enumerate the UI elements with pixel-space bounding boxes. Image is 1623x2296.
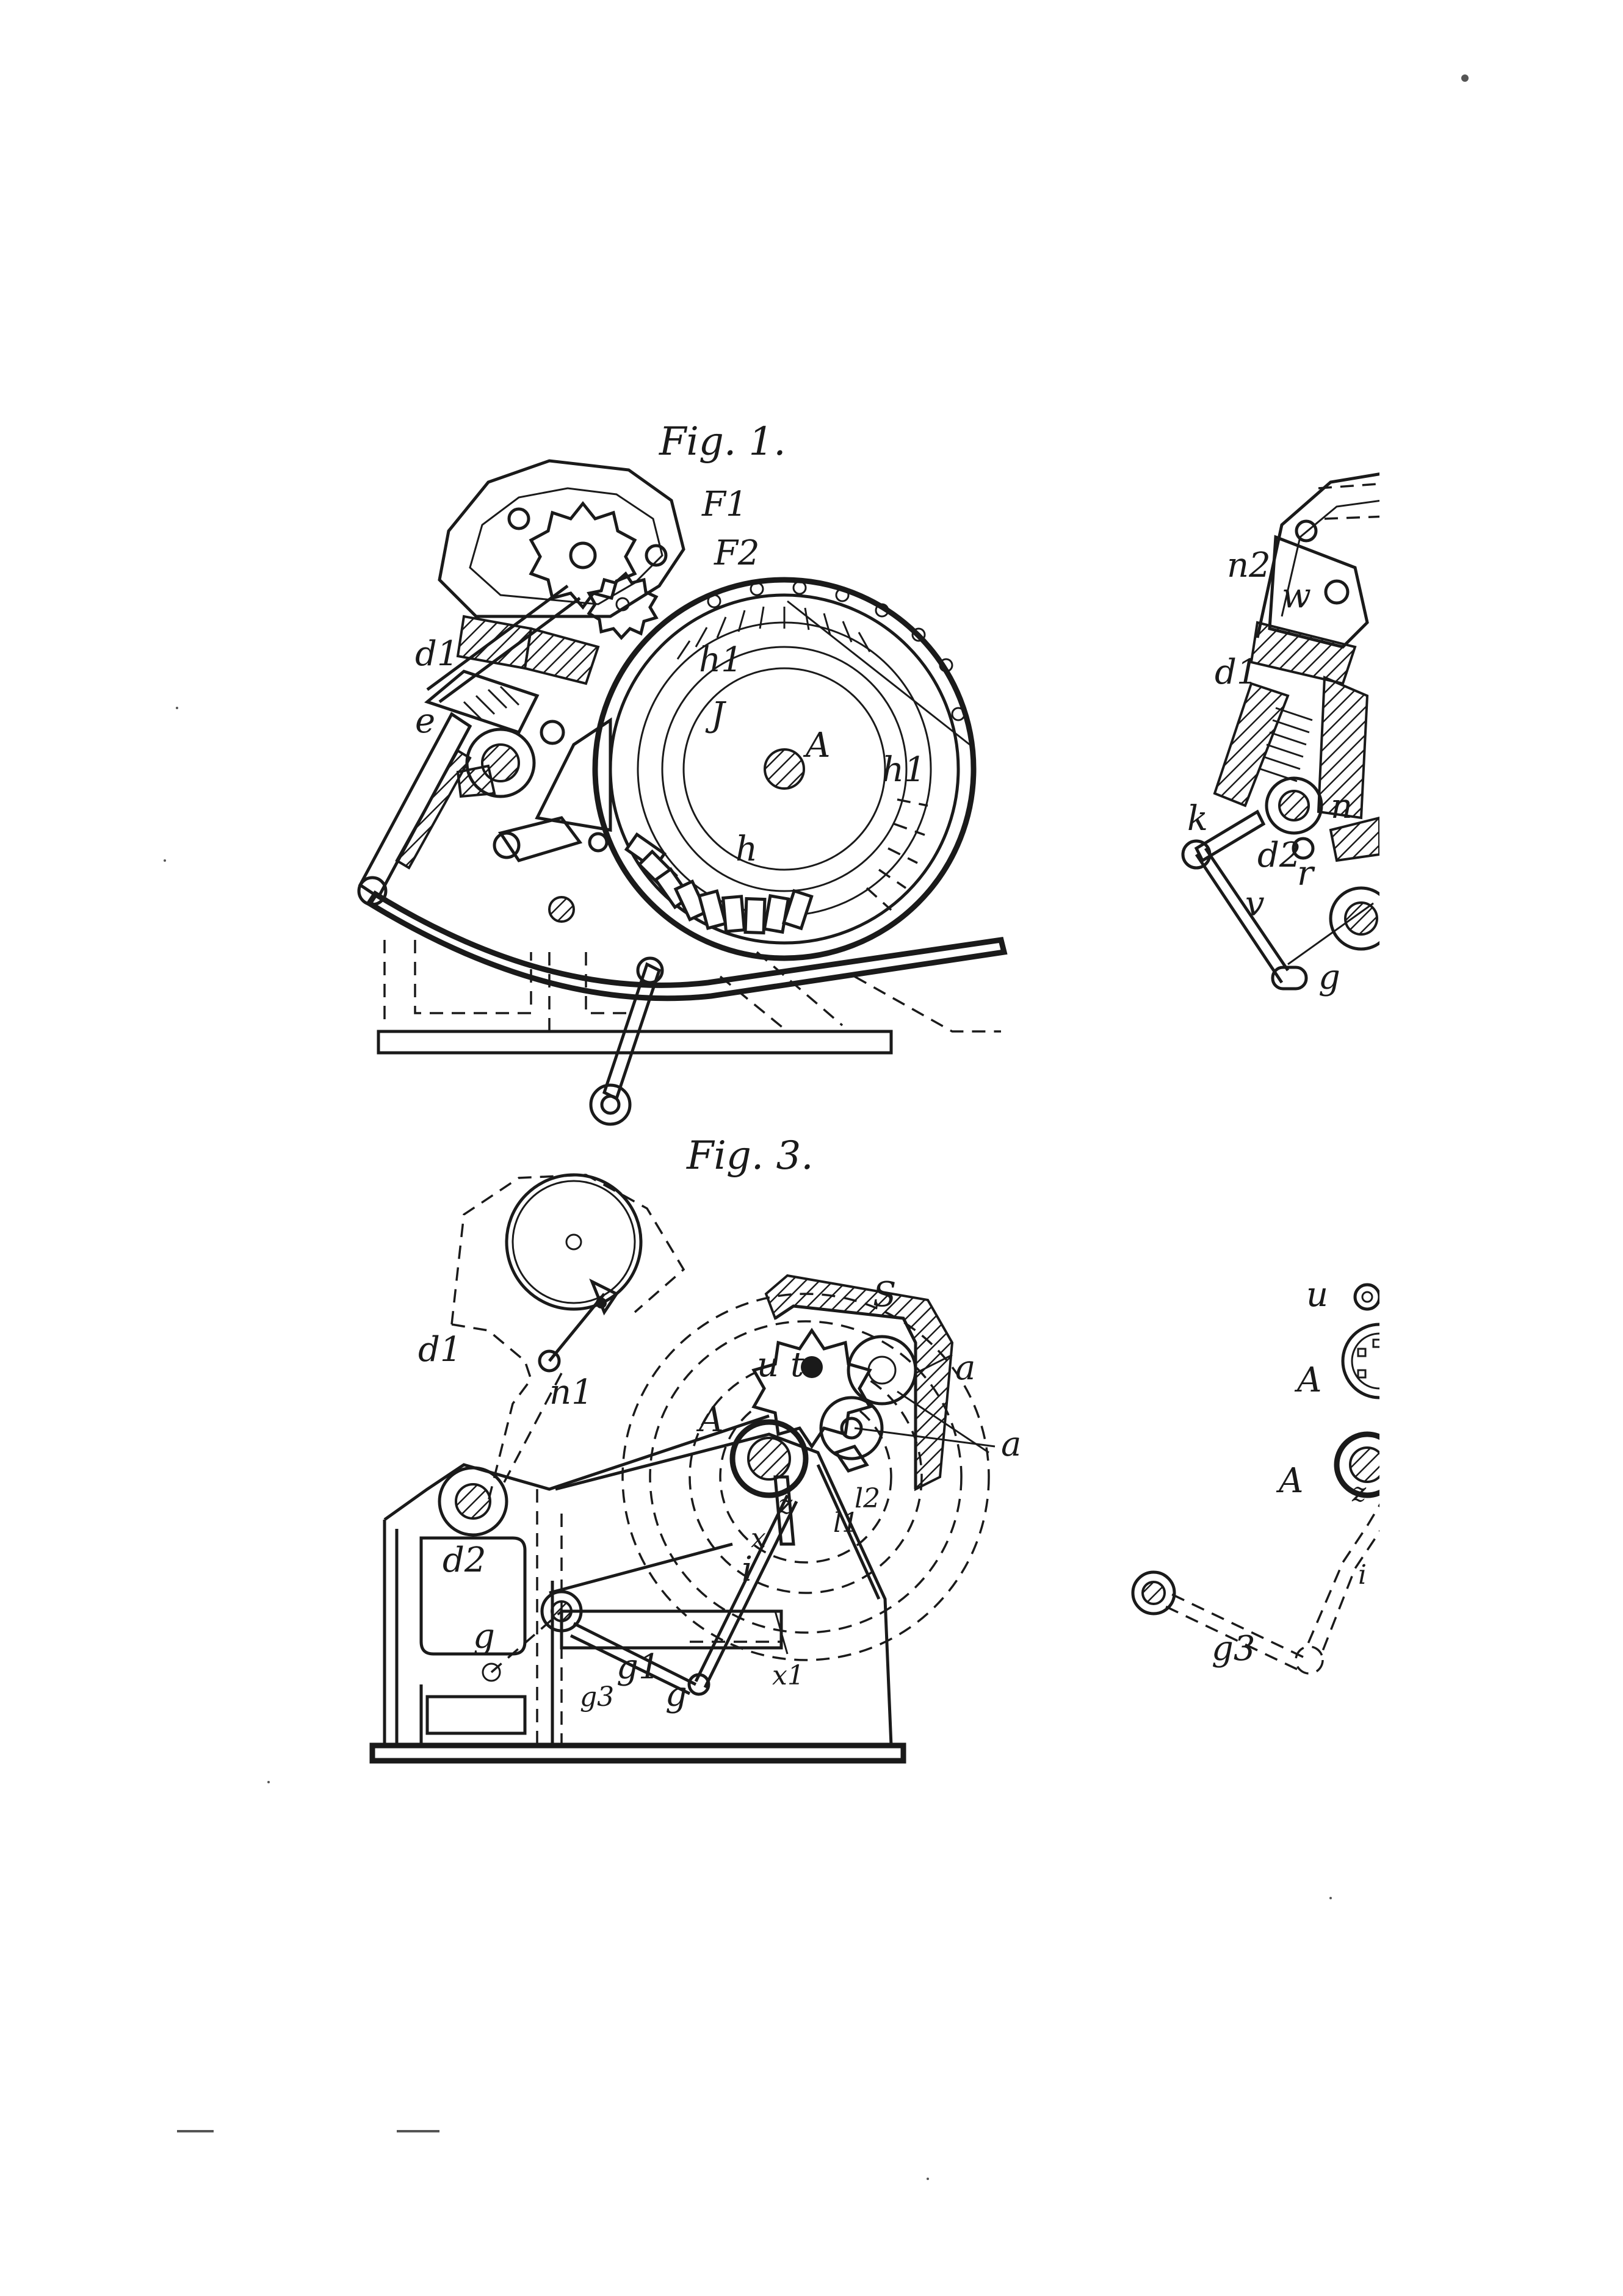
fig1-label-h1-top: h1: [699, 640, 743, 680]
fig3-frame: [369, 1414, 906, 1764]
fig1-label-F2: F2: [714, 533, 759, 573]
fig3-roll-housing: [450, 1173, 685, 1502]
fig1-label-F1: F1: [701, 485, 747, 524]
fig1-type-wheel: [592, 577, 977, 961]
fig3-label-x: x: [751, 1523, 766, 1554]
fig3-label-t: t: [790, 1345, 804, 1385]
fig1-label-h1-right: h1: [882, 750, 926, 790]
figure-2: n2 w d1 k d2 r n v g: [1181, 472, 1379, 997]
fig2-label-n: n: [1331, 787, 1353, 826]
fig1-gear-housing: [438, 459, 685, 640]
fig1-label-e: e: [415, 701, 435, 741]
fig3-label-d1: d1: [418, 1330, 461, 1370]
fig3-label-i: i: [742, 1550, 753, 1589]
fig1-feed-chute: [357, 584, 612, 906]
fig3-label-x1: x1: [772, 1660, 804, 1691]
fig2-label-k: k: [1187, 799, 1208, 839]
fig3-label-l2: l2: [855, 1483, 880, 1514]
fig3-gear-housing: [751, 1274, 996, 1492]
fig1-label-A: A: [803, 726, 830, 765]
figure-3: Fig. 3.: [369, 1133, 1021, 1764]
fig3-label-a-upper: a: [955, 1348, 975, 1388]
fig4-label-g3: g3: [1212, 1629, 1255, 1669]
fig2-label-d2: d2: [1257, 836, 1301, 875]
fig3-label-l1: l1: [833, 1507, 859, 1539]
fig4-label-A-upper: A: [1294, 1360, 1321, 1400]
fig3-shafts-levers: [438, 1419, 869, 1696]
fig3-label-z: z: [778, 1489, 793, 1520]
fig3-label-n1: n1: [549, 1373, 593, 1412]
fig2-label-g: g: [1318, 958, 1340, 997]
fig2-label-w: w: [1282, 576, 1311, 616]
fig3-label-a-right: a: [1001, 1424, 1021, 1464]
scan-specks: [164, 74, 1469, 2180]
fig3-label-g1: g1: [616, 1647, 660, 1687]
fig2-label-n2: n2: [1227, 546, 1271, 585]
fig2-label-r: r: [1297, 854, 1315, 893]
fig4-label-A-lower: A: [1276, 1461, 1303, 1501]
fig1-type-stack: [624, 832, 814, 935]
figure-3-caption: Fig. 3.: [686, 1133, 814, 1179]
fig4-label-z: z: [1351, 1477, 1367, 1508]
fig1-type-slots: [676, 606, 928, 911]
fig3-label-u: u: [757, 1345, 779, 1385]
fig3-label-g-lower: g: [665, 1675, 687, 1714]
fig1-label-J: J: [705, 695, 727, 735]
fig4-label-u: u: [1306, 1275, 1328, 1315]
fig1-label-d1: d1: [415, 634, 458, 674]
fig1-feed-block: [424, 615, 600, 798]
fig3-label-d2: d2: [443, 1540, 486, 1580]
fig1-label-h: h: [736, 829, 757, 869]
fig2-label-v: v: [1245, 884, 1265, 924]
fig3-label-g3: g3: [580, 1681, 614, 1713]
figure-1: Fig. 1.: [357, 419, 1008, 1126]
figure-1-caption: Fig. 1.: [659, 419, 786, 464]
fig4-label-i: i: [1358, 1559, 1367, 1590]
fig3-label-g-left: g: [473, 1617, 495, 1656]
fig1-wheel-rim-holes: [707, 580, 966, 721]
fig2-label-d1: d1: [1215, 652, 1258, 692]
fig1-base-frame: [365, 890, 1008, 1126]
figure-4: u A A z i g3: [1131, 1275, 1379, 1675]
fig3-label-A: A: [696, 1400, 723, 1440]
fig3-label-S: S: [873, 1275, 896, 1315]
